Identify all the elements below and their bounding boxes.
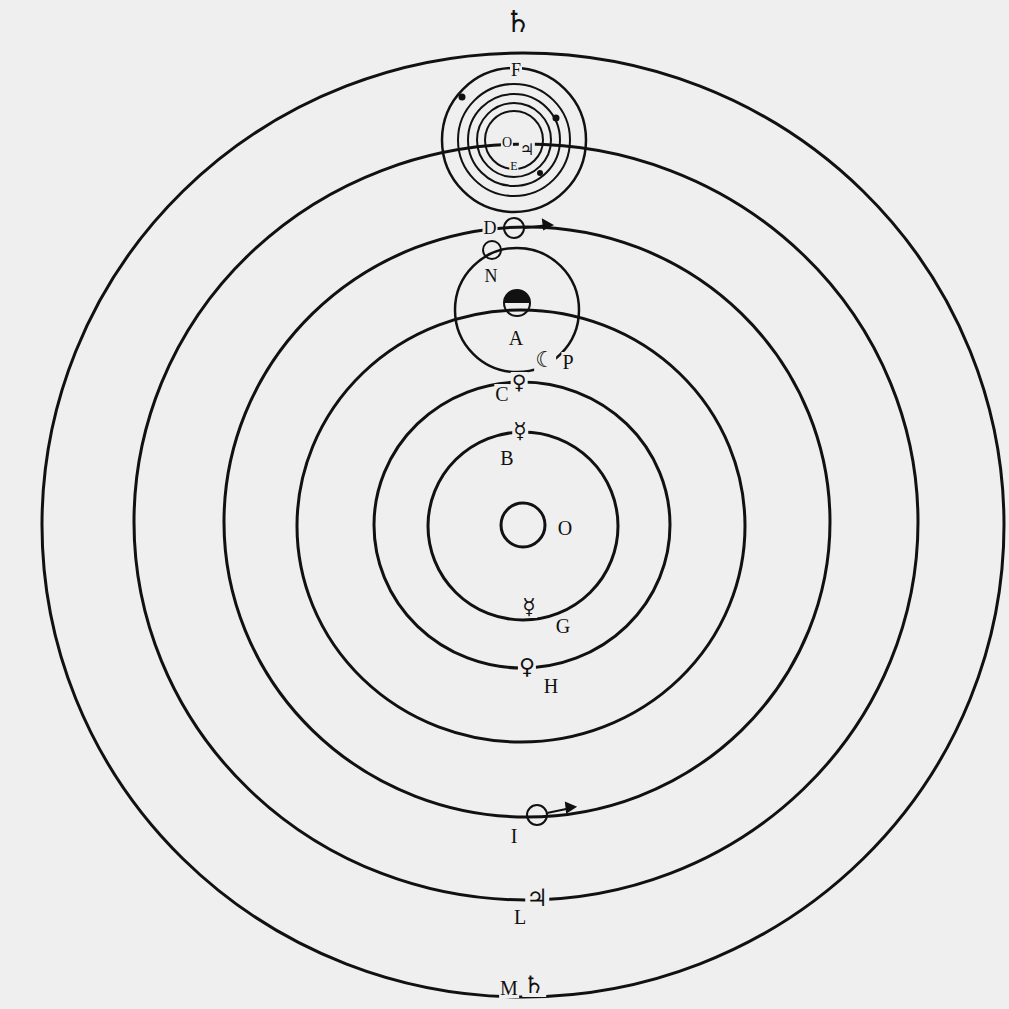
moon-symbol: ☾ bbox=[534, 349, 556, 371]
planet-symbol: ♃ bbox=[525, 886, 549, 910]
planet-symbol: ☿ bbox=[512, 420, 528, 442]
point-letter: L bbox=[513, 907, 527, 927]
planet-symbol: ♄ bbox=[504, 7, 533, 37]
point-letter: P bbox=[561, 352, 574, 372]
point-letter: G bbox=[555, 616, 571, 636]
point-letter: O bbox=[557, 518, 573, 538]
point-letter: E bbox=[509, 160, 518, 172]
point-letter: F bbox=[510, 61, 522, 79]
point-letter: A bbox=[508, 328, 524, 348]
point-letter: H bbox=[543, 676, 559, 696]
point-letter: O bbox=[501, 136, 513, 150]
point-letter: N bbox=[484, 267, 499, 285]
point-letter: C bbox=[494, 384, 509, 404]
point-letter: M bbox=[499, 978, 519, 998]
planet-symbol: ♀ bbox=[518, 656, 536, 678]
planet-symbol: ♀ bbox=[511, 372, 528, 392]
point-letter: D bbox=[483, 219, 498, 237]
planet-symbol: ☿ bbox=[521, 596, 537, 618]
point-letter: B bbox=[499, 448, 514, 468]
point-letter: I bbox=[510, 826, 519, 846]
planet-symbol: ♃ bbox=[519, 142, 535, 158]
planet-symbol: ♄ bbox=[522, 973, 546, 997]
